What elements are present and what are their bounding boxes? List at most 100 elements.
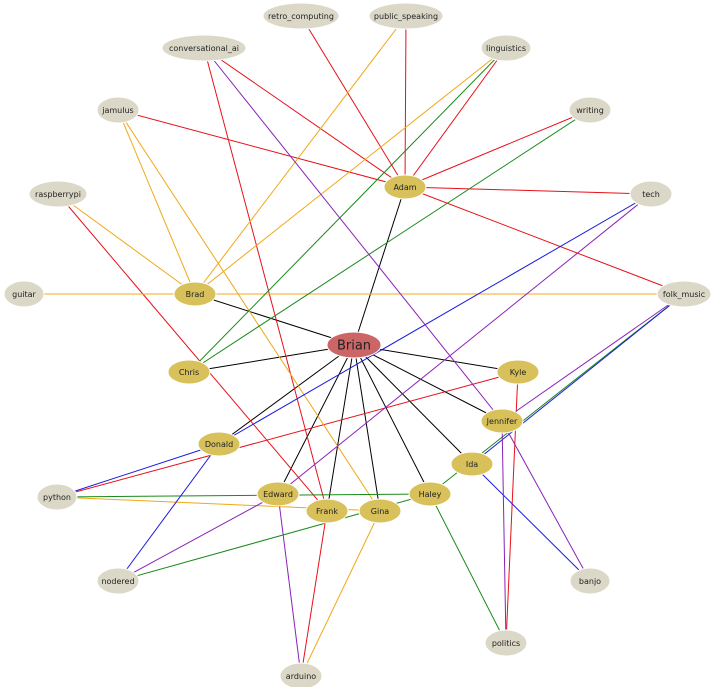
node-adam: Adam [383,174,427,200]
node-label-writing: writing [576,106,604,115]
edge-edward-nodered [117,493,279,582]
edge-adam-retro-computing [300,15,406,188]
edge-adam-conversational-ai [203,47,406,188]
node-label-public-speaking: public_speaking [374,12,438,21]
node-shape-conversational-ai [161,34,247,62]
edge-edward-tech [277,193,652,495]
node-folk-music: folk_music [656,280,711,308]
node-frank: Frank [305,498,349,524]
node-shape-nodered [96,567,140,595]
node-shape-kyle [496,359,540,385]
edge-brian-donald [218,344,355,445]
edge-donald-python [56,443,220,498]
edge-jennifer-banjo [501,420,591,582]
node-shape-adam [383,174,427,200]
node-shape-arduino [279,662,323,687]
node-politics: politics [484,629,528,657]
edge-brian-chris [188,344,355,373]
edge-brad-linguistics [194,47,507,295]
edge-brian-ida [353,344,473,465]
node-guitar: guitar [3,280,45,308]
node-conversational-ai: conversational_ai [161,34,247,62]
node-label-ida: Ida [466,460,478,469]
node-label-adam: Adam [393,183,416,192]
node-label-jamulus: jamulus [101,106,133,115]
edge-adam-linguistics [404,47,507,188]
node-jamulus: jamulus [96,96,140,124]
node-donald: Donald [197,431,241,457]
node-brad: Brad [173,281,217,307]
edge-chris-linguistics [188,47,507,373]
edge-brian-jennifer [353,344,503,422]
node-raspberrypi: raspberrypi [28,180,88,208]
node-shape-jennifer [480,408,524,434]
node-haley: Haley [408,481,452,507]
node-shape-gina [358,498,402,524]
node-shape-jamulus [96,96,140,124]
node-shape-frank [305,498,349,524]
node-shape-linguistics [480,34,532,62]
edge-brian-adam [353,186,406,346]
edge-frank-arduino [300,510,328,677]
edge-brian-frank [326,344,355,512]
node-shape-brian [326,331,382,359]
node-shape-chris [167,359,211,385]
node-label-banjo: banjo [579,577,601,586]
node-shape-haley [408,481,452,507]
node-shape-donald [197,431,241,457]
edge-edward-arduino [277,493,302,677]
edge-gina-arduino [300,510,381,677]
edge-brian-edward [277,344,355,495]
edge-layer [24,15,685,677]
node-edward: Edward [256,481,300,507]
edge-brad-public-speaking [194,15,407,295]
edge-ida-banjo [471,463,591,582]
edge-adam-writing [404,109,591,188]
node-shape-politics [484,629,528,657]
node-jennifer: Jennifer [480,408,524,434]
node-label-edward: Edward [263,490,293,499]
edge-adam-tech [404,186,652,195]
node-label-arduino: arduino [286,672,316,681]
node-label-haley: Haley [419,490,442,499]
node-shape-public-speaking [368,2,444,30]
edge-jennifer-folk-music [501,293,685,422]
node-banjo: banjo [569,567,611,595]
node-arduino: arduino [279,662,323,687]
node-shape-folk-music [656,280,711,308]
edge-adam-folk-music [404,186,685,295]
node-label-raspberrypi: raspberrypi [35,190,81,199]
node-ida: Ida [450,451,494,477]
edge-brad-jamulus [117,109,196,295]
node-public-speaking: public_speaking [368,2,444,30]
edge-ida-folk-music [471,293,685,465]
node-shape-ida [450,451,494,477]
node-nodered: nodered [96,567,140,595]
node-label-gina: Gina [371,507,389,516]
edge-brian-brad [194,293,355,346]
node-tech: tech [629,180,673,208]
node-label-folk-music: folk_music [663,290,705,299]
node-label-donald: Donald [205,440,233,449]
node-label-politics: politics [492,639,520,648]
node-retro-computing: retro_computing [262,2,340,30]
node-shape-tech [629,180,673,208]
edge-brad-raspberrypi [57,193,196,295]
node-label-frank: Frank [316,507,338,516]
node-kyle: Kyle [496,359,540,385]
node-brian: Brian [326,331,382,359]
node-label-jennifer: Jennifer [486,417,518,426]
node-shape-writing [568,96,612,124]
node-gina: Gina [358,498,402,524]
edge-adam-jamulus [117,109,406,188]
node-label-tech: tech [642,190,660,199]
edge-frank-raspberrypi [57,193,328,512]
edge-haley-python [56,493,431,498]
edge-frank-conversational-ai [203,47,328,512]
node-shape-retro-computing [262,2,340,30]
node-shape-brad [173,281,217,307]
node-shape-banjo [569,567,611,595]
node-label-python: python [43,493,71,502]
